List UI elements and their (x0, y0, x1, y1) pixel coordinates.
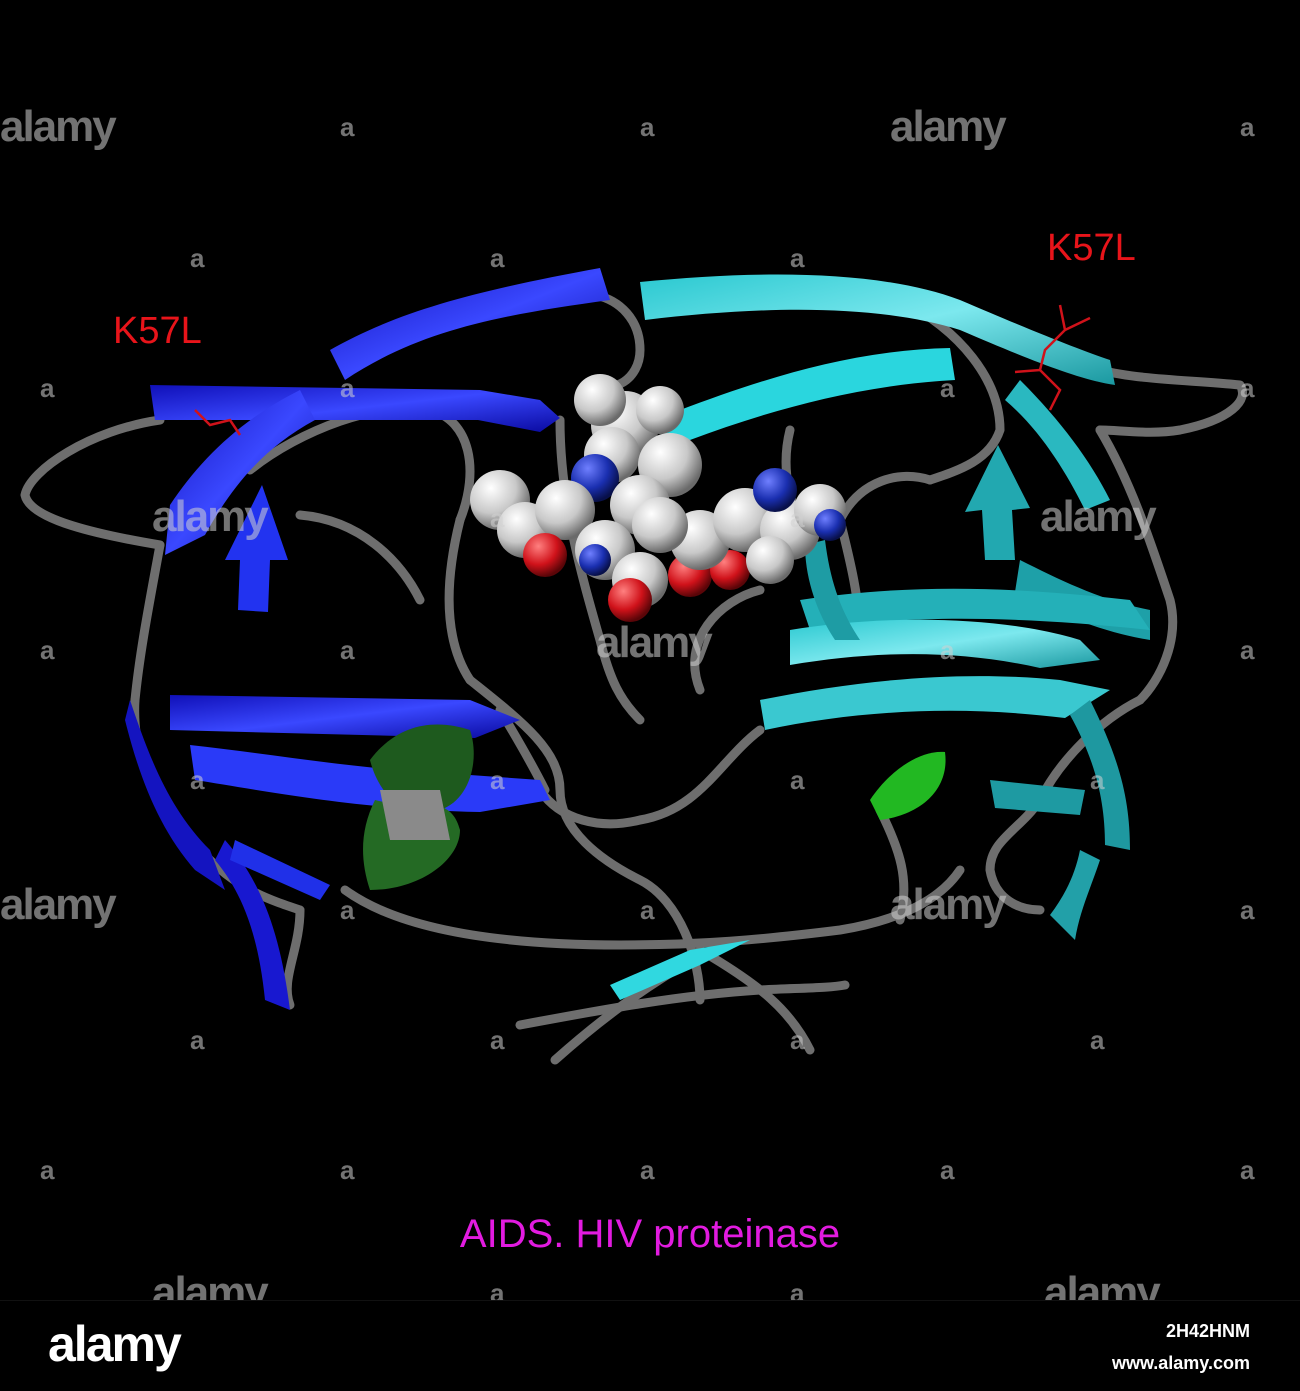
strand (230, 840, 330, 900)
watermark-mark: a (490, 1278, 505, 1300)
watermark-word: alamy (1040, 492, 1157, 541)
protein-figure: K57L K57L AIDS. HIV proteinase alamy ala… (0, 102, 1255, 1300)
strand (965, 445, 1030, 560)
watermark-word: alamy (596, 618, 713, 667)
watermark-mark: a (340, 112, 355, 142)
watermark-word: alamy (890, 102, 1007, 151)
watermark-mark: a (190, 243, 205, 273)
stock-footer-bar: alamy 2H42HNM www.alamy.com (0, 1300, 1300, 1391)
strand (215, 840, 290, 1010)
strand (805, 540, 860, 640)
watermark-mark: a (1240, 112, 1255, 142)
image-id: 2H42HNM (1165, 1321, 1250, 1341)
watermark-mark: a (790, 503, 805, 533)
watermark-word: alamy (0, 102, 117, 151)
watermark-mark: a (490, 1025, 505, 1055)
watermark-word: alamy (890, 880, 1007, 929)
watermark-mark: a (190, 1025, 205, 1055)
watermark-mark: a (490, 503, 505, 533)
coil-loops (20, 290, 1247, 1065)
helix-left (363, 724, 474, 890)
helix-right (870, 751, 946, 820)
watermark-mark: a (940, 1155, 955, 1185)
watermark-mark: a (40, 635, 55, 665)
inhibitor-molecule (470, 374, 846, 622)
strand (760, 676, 1110, 730)
watermark-mark: a (340, 895, 355, 925)
brand-logo: alamy (48, 1316, 182, 1372)
mutation-label-left: K57L (113, 310, 202, 352)
watermark-mark: a (1240, 895, 1255, 925)
watermark-mark: a (1240, 635, 1255, 665)
watermark-mark: a (790, 1278, 805, 1300)
strand (225, 485, 288, 612)
watermark-mark: a (640, 895, 655, 925)
watermark-mark: a (640, 112, 655, 142)
watermark-mark: a (340, 373, 355, 403)
strand (1005, 380, 1110, 510)
strand (1070, 700, 1130, 850)
watermark-mark: a (790, 1025, 805, 1055)
watermark-mark: a (1240, 1155, 1255, 1185)
strand (165, 390, 315, 555)
watermark-mark: a (640, 1155, 655, 1185)
site-url: www.alamy.com (1111, 1353, 1250, 1373)
watermark-mark: a (940, 635, 955, 665)
watermark-mark: a (40, 373, 55, 403)
strand (330, 268, 610, 380)
watermark-word: alamy (0, 880, 117, 929)
watermark-mark: a (340, 1155, 355, 1185)
watermark-mark: a (490, 243, 505, 273)
protein-ribbon-illustration (20, 268, 1247, 1065)
watermark-mark: a (40, 1155, 55, 1185)
strand (790, 619, 1100, 668)
watermark-mark: a (1090, 765, 1105, 795)
watermark-mark: a (940, 373, 955, 403)
watermark-mark: a (490, 765, 505, 795)
strand (150, 385, 560, 432)
mutation-sidechains (194, 304, 1091, 436)
watermark-mark: a (340, 635, 355, 665)
chain-b-strands (610, 274, 1150, 1000)
strand (125, 700, 225, 890)
strand (640, 274, 1115, 385)
watermark-word: alamy (152, 1268, 269, 1300)
watermark-mark: a (1090, 1025, 1105, 1055)
watermark-word: alamy (1044, 1268, 1161, 1300)
mutation-label-right: K57L (1047, 227, 1136, 269)
watermark-word: alamy (152, 492, 269, 541)
strand (610, 940, 750, 1000)
watermark-mark: a (790, 243, 805, 273)
watermark-mark: a (790, 765, 805, 795)
strand (800, 588, 1150, 630)
figure-caption: AIDS. HIV proteinase (459, 1212, 841, 1256)
watermark-mark: a (190, 765, 205, 795)
strand (1050, 850, 1100, 940)
strand (660, 348, 955, 440)
strand (990, 780, 1085, 815)
watermark-mark: a (1240, 373, 1255, 403)
